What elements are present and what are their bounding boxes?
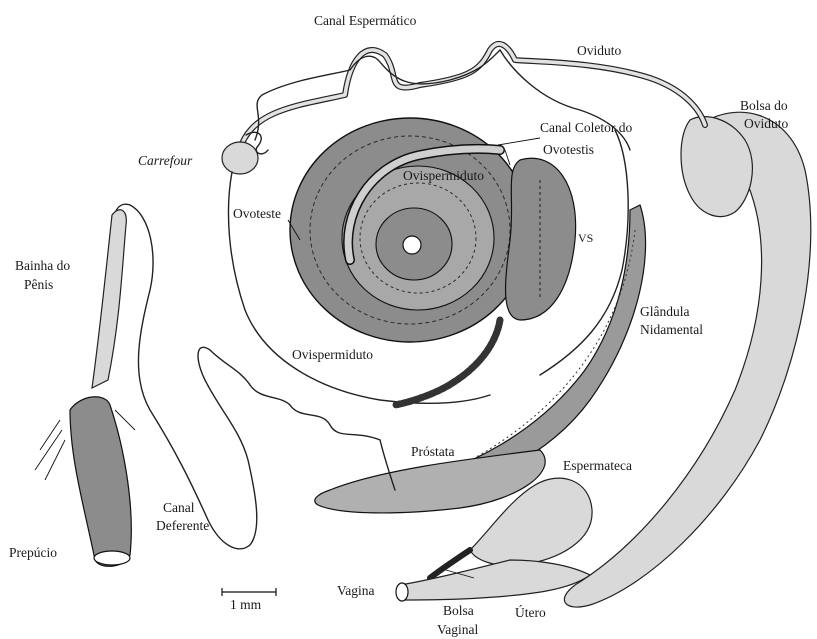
- label-ovispermiduto-mid: Ovispermiduto: [292, 347, 373, 362]
- label-bolsa-vaginal-line1: Bolsa: [443, 603, 474, 618]
- label-vagina: Vagina: [337, 583, 375, 598]
- label-bolsa-vaginal-line2: Vaginal: [437, 622, 478, 637]
- ovoteste-gonad: [290, 118, 530, 342]
- label-canal-deferente-line2: Deferente: [156, 518, 209, 533]
- label-espermateca: Espermateca: [563, 458, 632, 473]
- vs-gland: [506, 158, 576, 320]
- label-bainha-line2: Pênis: [24, 277, 53, 292]
- label-oviduto: Oviduto: [577, 43, 622, 58]
- label-scale: 1 mm: [230, 597, 262, 612]
- label-canal-coletor-line2: Ovotestis: [543, 142, 594, 157]
- label-bolsa-oviduto-line2: Oviduto: [744, 116, 789, 131]
- label-glandula-line1: Glândula: [640, 304, 690, 319]
- label-prostata: Próstata: [411, 444, 455, 459]
- label-bolsa-oviduto-line1: Bolsa do: [740, 98, 788, 113]
- label-utero: Útero: [515, 605, 546, 620]
- label-bainha-line1: Bainha do: [15, 258, 70, 273]
- label-canal-deferente-line1: Canal: [163, 500, 195, 515]
- scale-bar: [222, 588, 276, 596]
- label-canal-coletor-line1: Canal Coletor do: [540, 120, 632, 135]
- label-carrefour: Carrefour: [138, 153, 193, 168]
- label-ovispermiduto-top: Ovispermiduto: [403, 168, 484, 183]
- label-prepucio: Prepúcio: [9, 545, 57, 560]
- prepucio-shape: [35, 397, 135, 567]
- label-canal-espermatico: Canal Espermático: [314, 13, 417, 28]
- label-vs: VS: [578, 231, 593, 245]
- vagina-utero-shape: [396, 560, 590, 601]
- bainha-do-penis-shape: [92, 210, 126, 388]
- label-glandula-line2: Nidamental: [640, 322, 703, 337]
- label-ovoteste: Ovoteste: [233, 206, 281, 221]
